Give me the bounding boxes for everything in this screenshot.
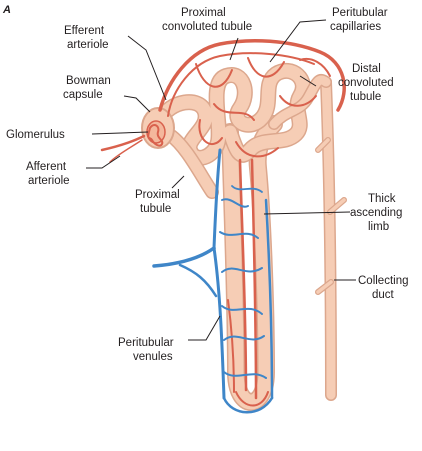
label-bowman-capsule-line1: Bowman [66, 75, 111, 87]
label-collecting-duct-line1: Collecting [358, 275, 409, 287]
label-afferent-arteriole-line2: arteriole [28, 175, 70, 187]
label-afferent-arteriole-line1: Afferent [26, 161, 67, 173]
label-peritubular-capillaries-line2: capillaries [330, 21, 381, 33]
loop-of-henle-shape [221, 115, 283, 411]
label-bowman-capsule-line2: capsule [63, 89, 103, 101]
label-proximal-tubule-line2: tubule [140, 203, 171, 215]
label-efferent-arteriole-line2: arteriole [67, 39, 109, 51]
label-proximal-tubule-line1: Proximal [135, 189, 180, 201]
label-proximal-convoluted-tubule-line2: convoluted tubule [162, 21, 252, 33]
glomerulus-tuft [147, 124, 164, 147]
panel-letter: A [2, 4, 11, 16]
label-distal-convoluted-tubule-line1: Distal [352, 63, 381, 75]
label-thick-ascending-limb-line1: Thick [368, 193, 396, 205]
label-glomerulus: Glomerulus [6, 129, 65, 141]
tubule-system [141, 62, 347, 411]
label-peritubular-capillaries-line1: Peritubular [332, 7, 388, 19]
label-collecting-duct-line2: duct [372, 289, 395, 301]
proximal-tubule-shape [163, 128, 219, 199]
label-proximal-convoluted-tubule-line1: Proximal [181, 7, 226, 19]
arterial-vessels [100, 38, 346, 407]
label-efferent-arteriole-line1: Efferent [64, 25, 105, 37]
label-distal-convoluted-tubule-line3: tubule [350, 91, 381, 103]
proximal-convoluted-tubule-shape [152, 62, 311, 166]
collecting-duct-shape [315, 76, 347, 401]
label-peritubular-venules-line2: venules [133, 351, 173, 363]
distal-convoluted-tubule-shape [268, 74, 332, 130]
efferent-arteriole-vessel [158, 38, 346, 112]
label-distal-convoluted-tubule-line2: convoluted [338, 77, 394, 89]
venous-vessels [152, 148, 274, 414]
label-thick-ascending-limb-line2: ascending [350, 207, 402, 219]
labels: A Efferent arteriole Proximal convoluted… [2, 4, 409, 363]
leader-lines [86, 19, 356, 341]
peritubular-venule-trunk [152, 246, 216, 268]
afferent-arteriole-vessel [100, 134, 146, 152]
label-peritubular-venules-line1: Peritubular [118, 337, 174, 349]
label-thick-ascending-limb-line3: limb [368, 221, 389, 233]
